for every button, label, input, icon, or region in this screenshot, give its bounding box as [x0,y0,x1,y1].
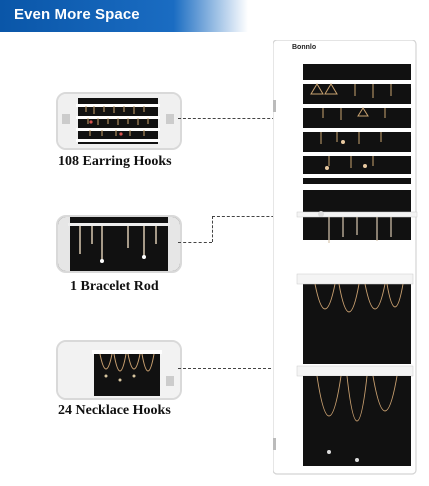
brand-logo: Bonnlo [292,44,317,51]
earring-closeup-image [58,94,180,148]
necklace-hooks-callout [56,340,182,400]
earring-leader-line [178,118,290,119]
banner-title: Even More Space [14,6,140,23]
title-banner: Even More Space [0,0,248,32]
necklace-leader-line [178,368,296,369]
necklace-closeup-image [58,342,180,398]
bracelet-leader-line-b [212,216,213,242]
bracelet-leader-line-c [212,216,304,217]
jewelry-cabinet-image [273,40,418,475]
necklace-hooks-label: 24 Necklace Hooks [58,403,171,418]
bracelet-leader-line-a [178,242,212,243]
earring-hooks-label: 108 Earring Hooks [58,154,172,169]
bracelet-rod-callout [56,215,182,273]
bracelet-rod-label: 1 Bracelet Rod [70,279,159,294]
bracelet-closeup-image [58,217,180,271]
earring-hooks-callout [56,92,182,150]
